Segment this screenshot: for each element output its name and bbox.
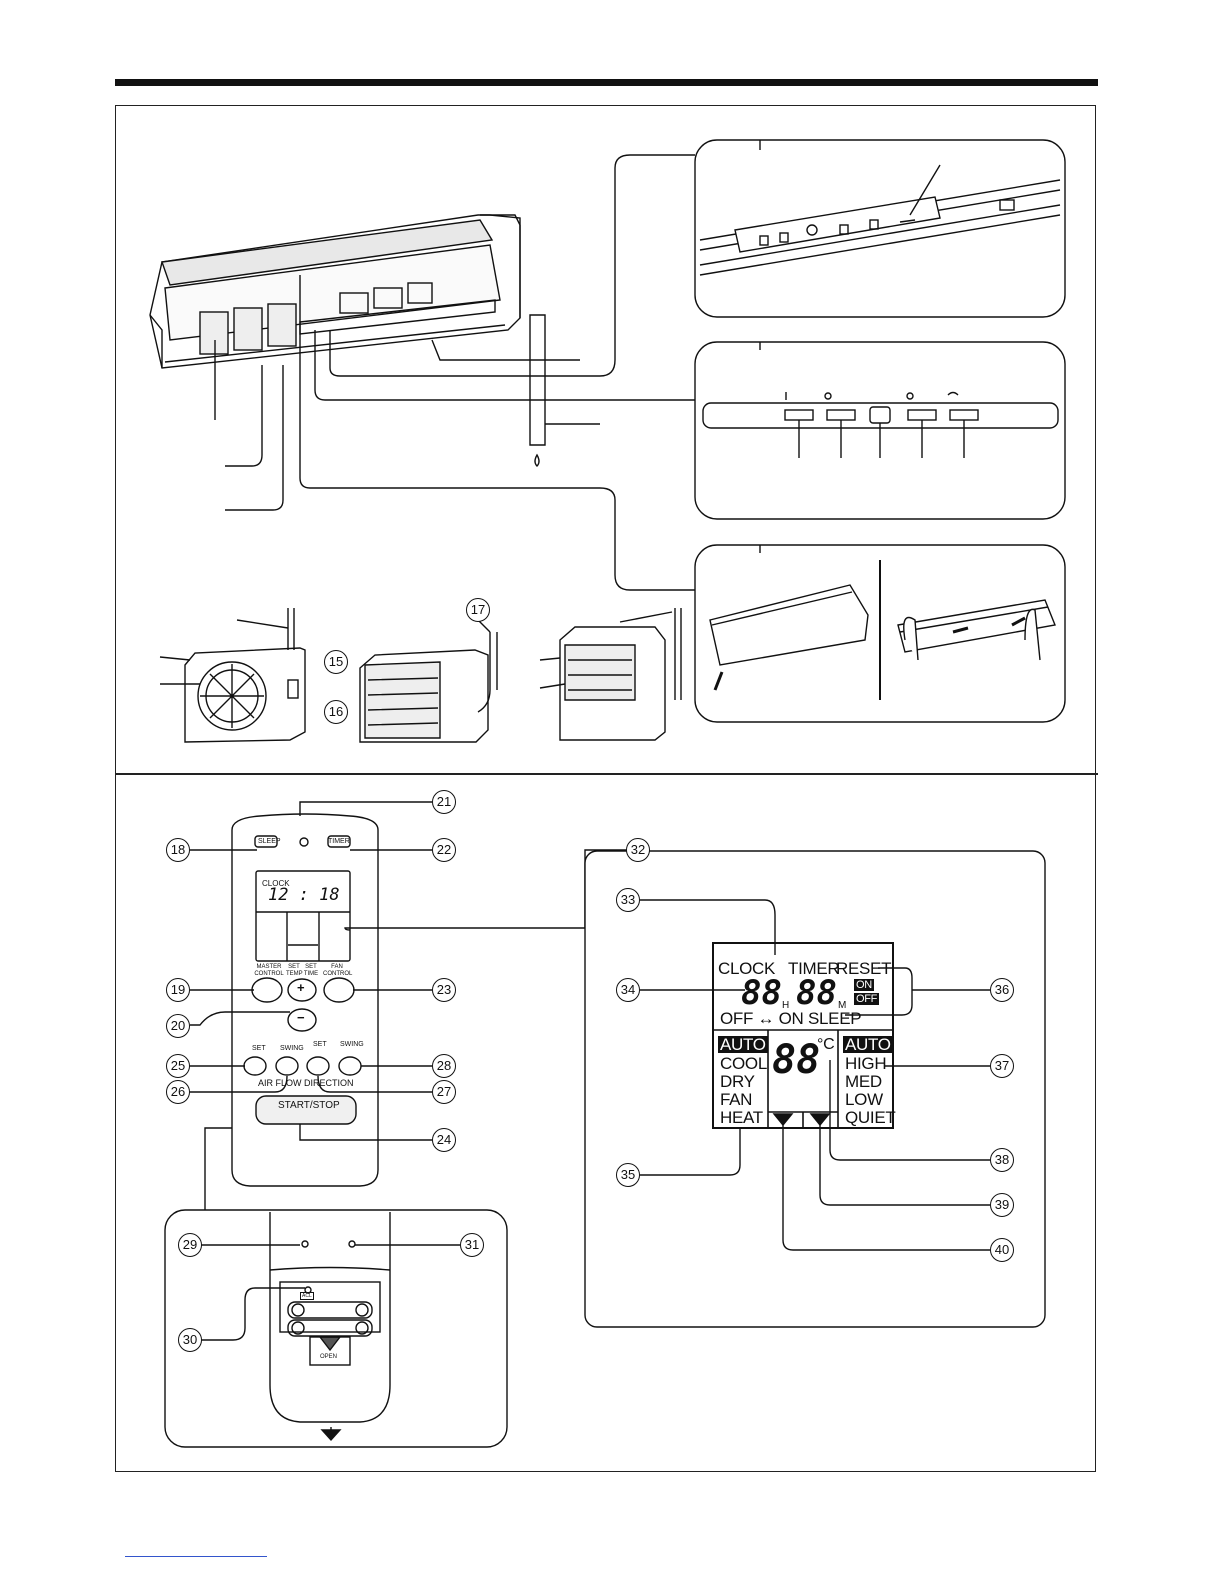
callout-33: 33: [616, 888, 640, 912]
detail-panel-2: [694, 341, 1066, 520]
fan-control-label: FAN CONTROL: [323, 964, 353, 977]
outdoor-unit-1: [159, 608, 306, 743]
callout-26: 26: [166, 1080, 190, 1104]
lcd-detail: [584, 850, 1046, 1328]
lcd-on: ON: [854, 979, 874, 991]
open-label: OPEN: [320, 1354, 338, 1360]
lcd-off-box: OFF: [854, 993, 880, 1005]
minus-button[interactable]: −: [297, 1010, 305, 1025]
battery-panel: [164, 1209, 508, 1448]
footer-link-underline[interactable]: [125, 1556, 267, 1557]
callout-30: 30: [178, 1328, 202, 1352]
sleep-label: SLEEP: [258, 838, 281, 845]
set-temp-label: SET TEMP: [286, 964, 303, 977]
lcd-mode-cool: COOL: [720, 1054, 767, 1073]
outdoor-unit-3: [539, 608, 682, 741]
callout-39: 39: [990, 1193, 1014, 1217]
callout-36: 36: [990, 978, 1014, 1002]
clock-time: 12 : 18: [268, 885, 340, 905]
callout-37: 37: [990, 1054, 1014, 1078]
lcd-mode-auto: AUTO: [718, 1035, 768, 1054]
callout-24: 24: [432, 1128, 456, 1152]
section-divider: [115, 773, 1098, 775]
callout-38: 38: [990, 1148, 1014, 1172]
clock-label: CLOCK: [262, 879, 290, 888]
plus-button[interactable]: +: [297, 980, 305, 995]
callout-21: 21: [432, 790, 456, 814]
callout-28: 28: [432, 1054, 456, 1078]
master-control-label: MASTER CONTROL: [254, 964, 284, 977]
detail-panel-3: [694, 544, 1066, 723]
timer-label: TIMER: [328, 838, 350, 845]
indoor-unit-drawing: [149, 154, 695, 591]
callout-23: 23: [432, 978, 456, 1002]
lcd-off-on-sleep: OFF ↔ ON SLEEP: [720, 1009, 862, 1028]
lcd-reset: RESET: [836, 959, 892, 978]
callout-31: 31: [460, 1233, 484, 1257]
callout-16: 16: [324, 700, 348, 724]
lcd-mode-fan: FAN: [720, 1090, 753, 1109]
callout-15: 15: [324, 650, 348, 674]
start-stop-button[interactable]: START/STOP: [278, 1100, 340, 1111]
lcd-fan-low: LOW: [845, 1090, 883, 1109]
callout-17: 17: [466, 598, 490, 622]
callout-20: 20: [166, 1014, 190, 1038]
callout-27: 27: [432, 1080, 456, 1104]
lcd-fan-high: HIGH: [845, 1054, 887, 1073]
lcd-timer: TIMER: [788, 959, 840, 978]
callout-35: 35: [616, 1163, 640, 1187]
lcd-fan-quiet: QUIET: [845, 1108, 896, 1127]
lcd-h: H: [782, 1000, 789, 1011]
set-label-1: SET: [252, 1045, 266, 1052]
lcd-fan-auto: AUTO: [843, 1035, 893, 1054]
callout-22: 22: [432, 838, 456, 862]
callout-29: 29: [178, 1233, 202, 1257]
detail-panel-1: [694, 139, 1066, 318]
figure-frame: [115, 105, 1096, 1472]
swing-label-1: SWING: [280, 1045, 304, 1052]
lcd-fan-med: MED: [845, 1072, 882, 1091]
set-label-2: SET: [313, 1041, 327, 1048]
air-flow-direction-label: AIR FLOW DIRECTION: [258, 1078, 354, 1088]
lcd-deg: °C: [817, 1036, 835, 1053]
lcd-clock: CLOCK: [718, 959, 776, 978]
lcd-m: M: [838, 1000, 847, 1011]
callout-25: 25: [166, 1054, 190, 1078]
lcd-mode-dry: DRY: [720, 1072, 755, 1091]
lcd-minutes: 88: [796, 973, 837, 1013]
callout-32: 32: [626, 838, 650, 862]
callout-34: 34: [616, 978, 640, 1002]
lcd-mode-heat: HEAT: [720, 1108, 763, 1127]
outdoor-unit-2: [359, 619, 498, 743]
callout-40: 40: [990, 1238, 1014, 1262]
header-rule: [115, 79, 1098, 86]
acl-label: ACL: [300, 1292, 314, 1300]
swing-label-2: SWING: [340, 1041, 364, 1048]
remote-body: [190, 801, 632, 1210]
callout-19: 19: [166, 978, 190, 1002]
callout-18: 18: [166, 838, 190, 862]
set-time-label: SET TIME: [303, 964, 319, 977]
lcd-temp: 88: [772, 1037, 821, 1083]
lcd-hours: 88: [741, 973, 782, 1013]
